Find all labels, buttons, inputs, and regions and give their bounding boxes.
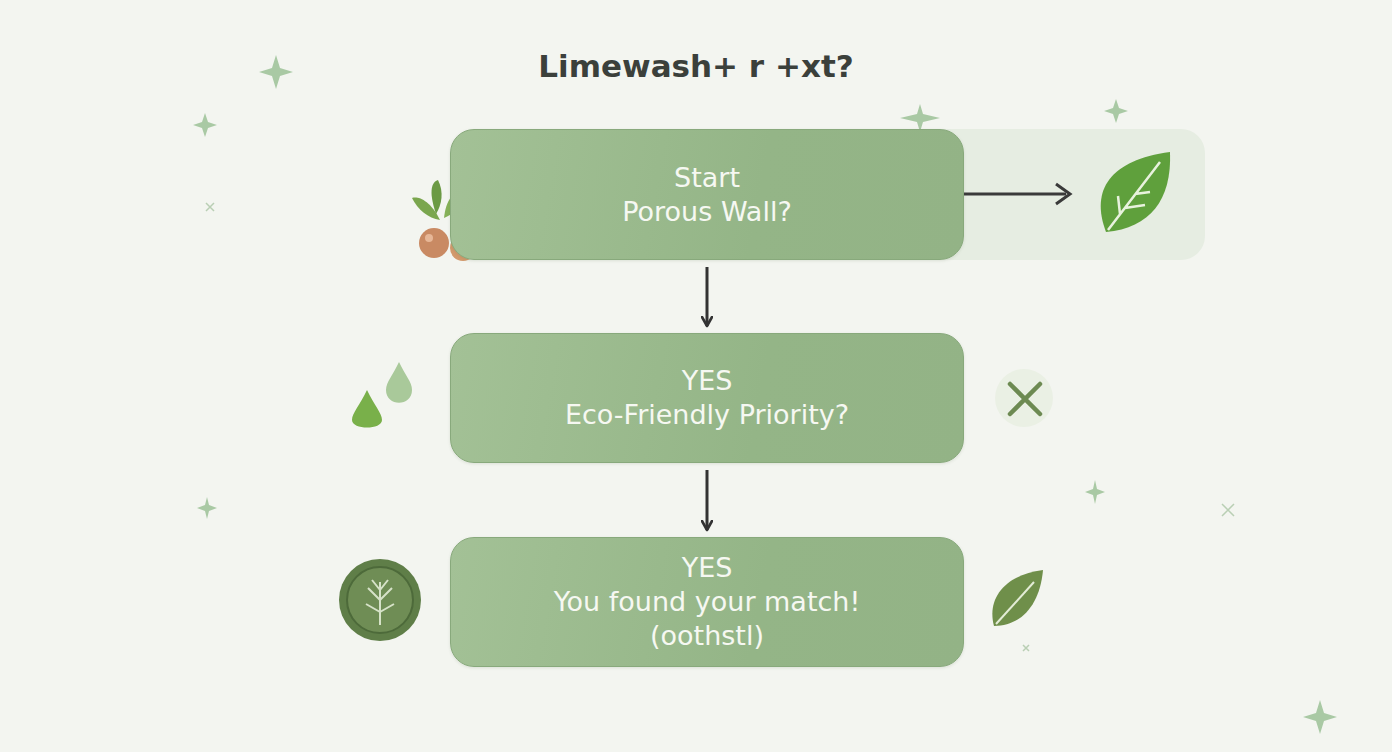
badge-inner [347,567,413,633]
drop-icon [386,362,412,403]
flow-arrow [706,470,709,530]
box-text: Start [674,161,740,195]
box-text: Eco-Friendly Priority? [565,398,849,432]
diagram-title: Limewash+ r +xt? [0,48,1392,84]
x-badge [995,369,1053,427]
side-arrow-head [1056,184,1070,204]
drop-icon [352,390,382,428]
sparkle [193,55,1337,734]
box-text: (oothstl) [650,619,764,653]
badge-icon [339,559,421,641]
leaf-vein [996,582,1034,624]
box-text: YES [682,364,733,398]
badge-plant [366,580,394,625]
box-text: Porous Wall? [622,195,791,229]
box-text: YES [682,551,733,585]
flow-arrow [706,267,709,326]
process-box: StartPorous Wall? [450,129,964,260]
box-text: You found your match! [554,585,861,619]
process-box: YESYou found your match!(oothstl) [450,537,964,667]
side-arrow-line [964,193,1066,196]
process-box: YESEco-Friendly Priority? [450,333,964,463]
leaf-icon [992,570,1043,626]
leaf-icon [1101,152,1170,232]
x-mark [1010,384,1040,414]
leaf-vein [1108,162,1160,230]
